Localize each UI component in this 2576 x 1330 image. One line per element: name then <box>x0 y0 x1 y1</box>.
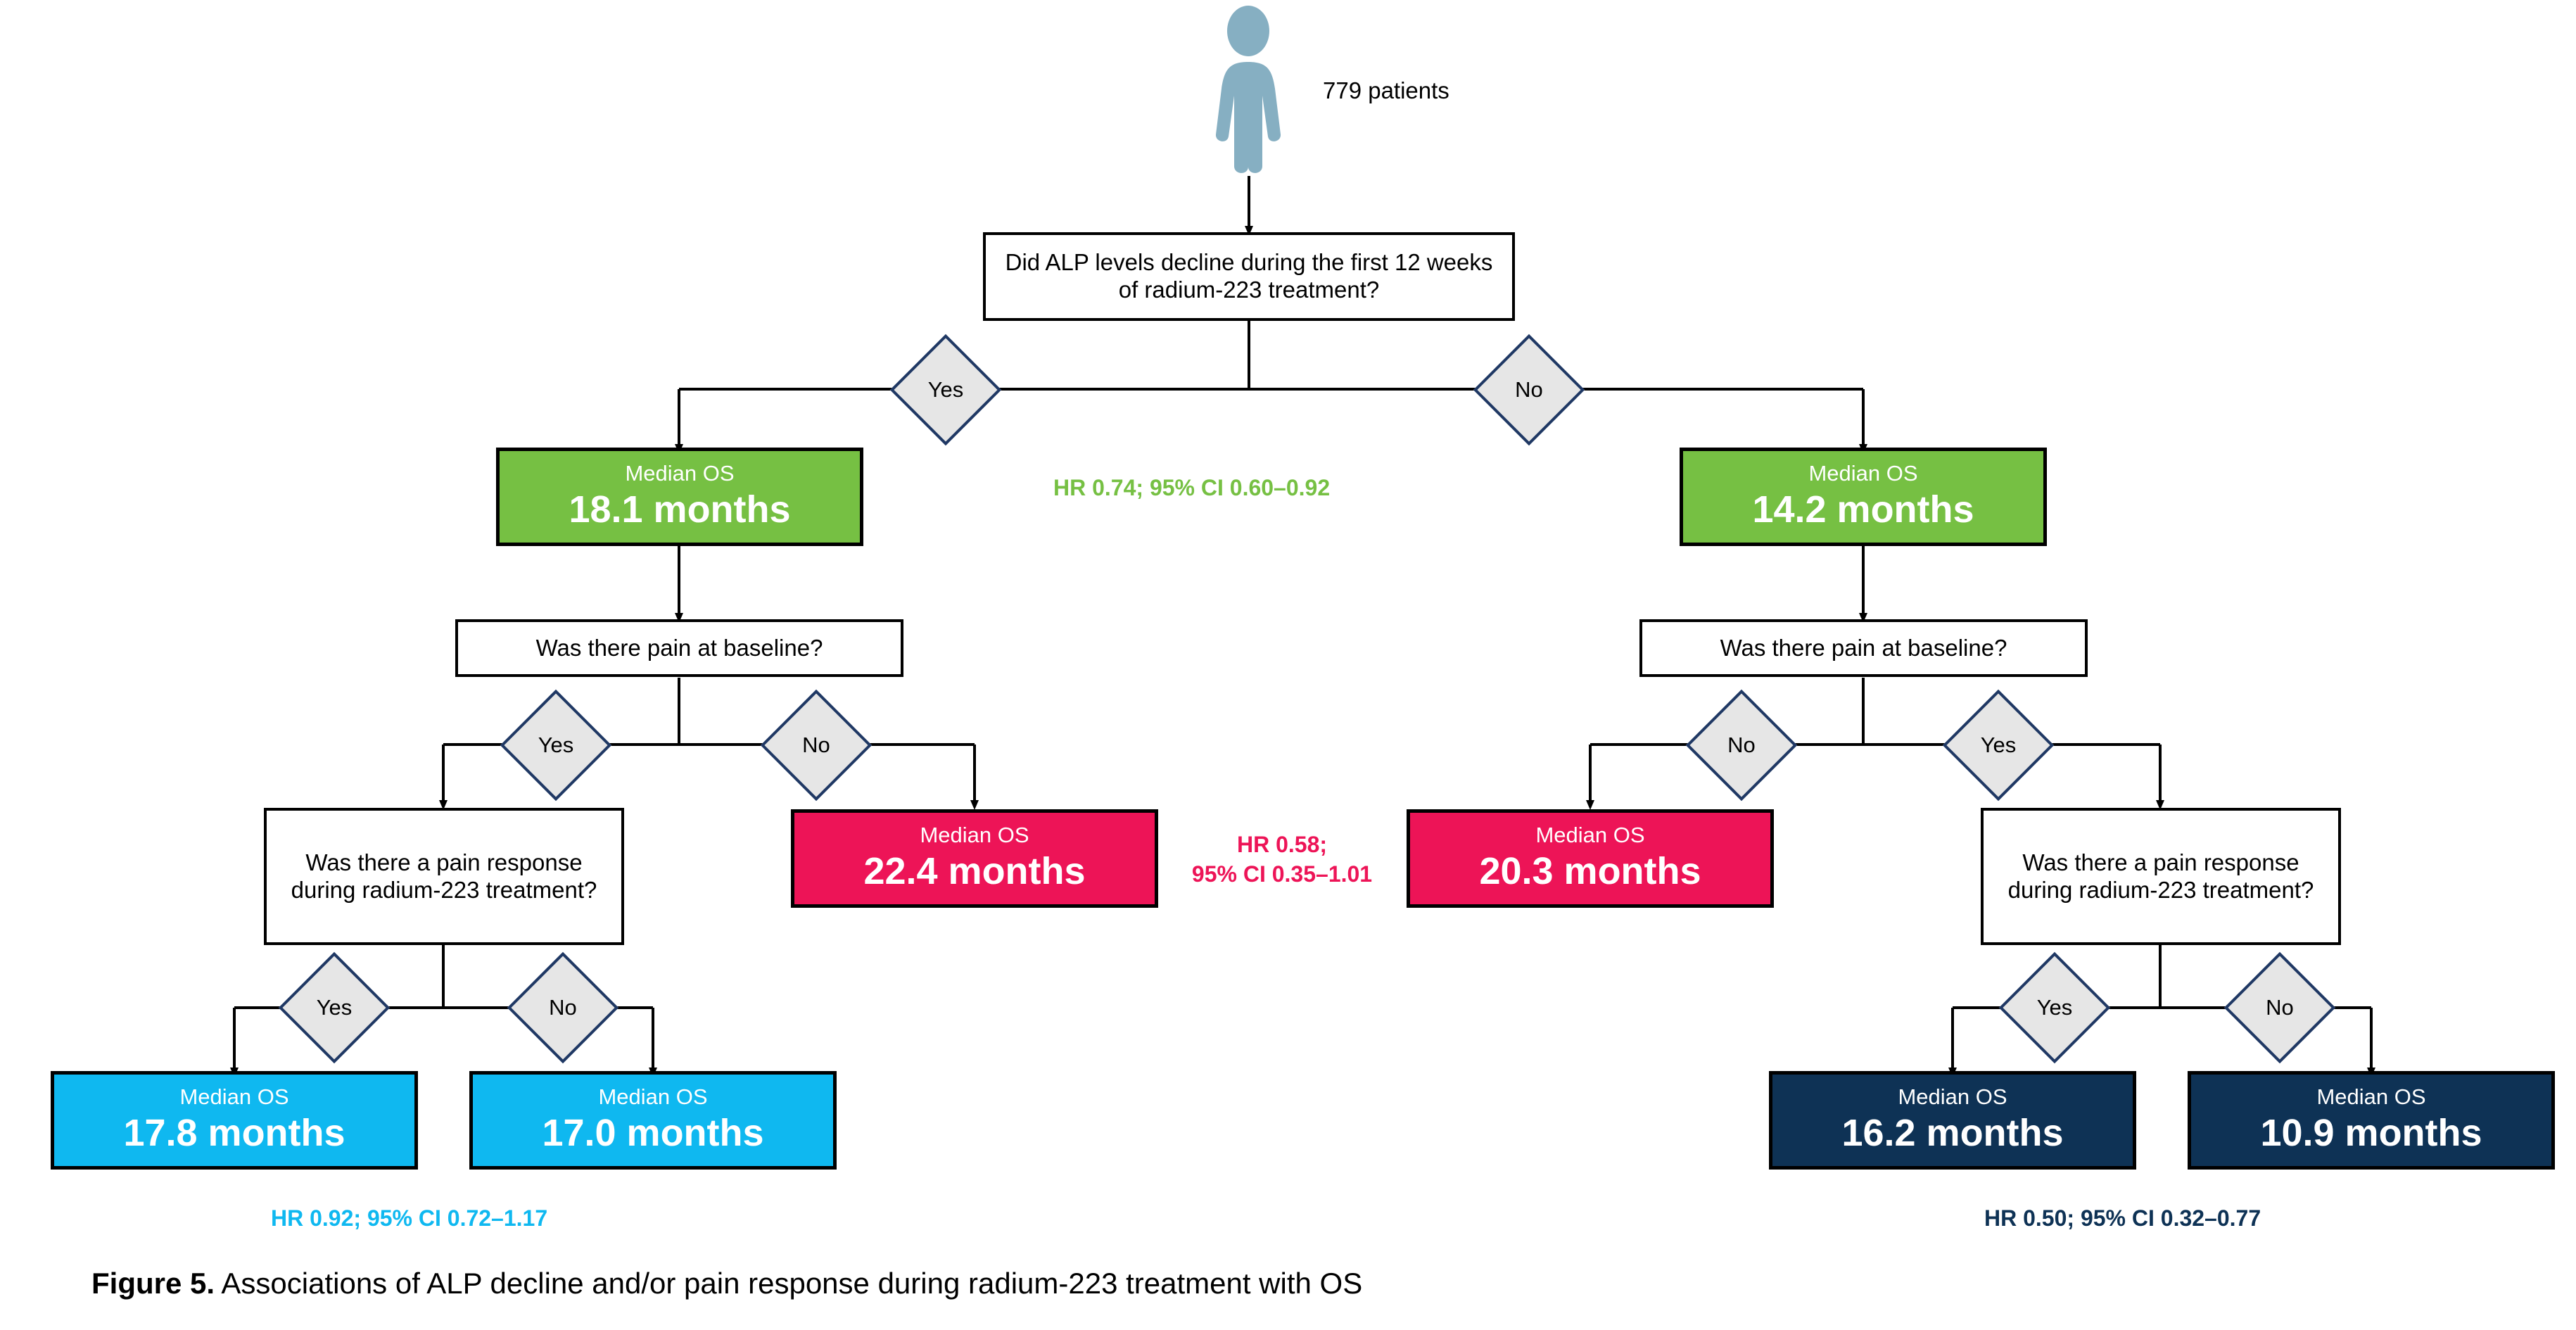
caption-figure-number: Figure 5. <box>91 1267 215 1300</box>
branch-left-response-yes[interactable]: Yes <box>278 951 391 1064</box>
branch-alp-yes[interactable]: Yes <box>889 334 1002 446</box>
branch-label: Yes <box>927 377 964 402</box>
branch-label: Yes <box>538 733 574 757</box>
question-left-pain-response: Was there a pain response during radium-… <box>264 808 624 945</box>
result-right-response-yes-os: Median OS 16.2 months <box>1769 1071 2136 1170</box>
branch-left-pain-yes[interactable]: Yes <box>500 689 612 802</box>
result-value: 18.1 months <box>569 488 791 531</box>
result-label: Median OS <box>598 1084 708 1109</box>
branch-right-pain-no[interactable]: No <box>1685 689 1798 802</box>
result-label: Median OS <box>920 822 1029 847</box>
figure-caption: Figure 5. Associations of ALP decline an… <box>91 1267 1362 1300</box>
hr-left-pain-response: HR 0.92; 95% CI 0.72–1.17 <box>271 1205 548 1231</box>
caption-text: Associations of ALP decline and/or pain … <box>215 1267 1363 1300</box>
branch-left-pain-no[interactable]: No <box>760 689 873 802</box>
result-value: 17.0 months <box>542 1112 764 1155</box>
hr-pain-baseline: HR 0.58; 95% CI 0.35–1.01 <box>1176 830 1388 889</box>
result-value: 17.8 months <box>123 1112 345 1155</box>
branch-right-response-no[interactable]: No <box>2223 951 2336 1064</box>
branch-label: No <box>2266 995 2294 1020</box>
result-value: 20.3 months <box>1479 850 1701 893</box>
result-alp-no-os: Median OS 14.2 months <box>1680 448 2047 546</box>
result-left-response-yes-os: Median OS 17.8 months <box>51 1071 418 1170</box>
result-right-no-pain-os: Median OS 20.3 months <box>1407 809 1774 908</box>
hr-line-1: HR 0.58; <box>1236 832 1328 857</box>
result-label: Median OS <box>1808 460 1918 486</box>
result-label: Median OS <box>1898 1084 2007 1109</box>
patients-count-label: 779 patients <box>1323 77 1449 103</box>
branch-label: No <box>1727 733 1756 757</box>
result-label: Median OS <box>625 460 735 486</box>
result-right-response-no-os: Median OS 10.9 months <box>2188 1071 2555 1170</box>
branch-alp-no[interactable]: No <box>1473 334 1585 446</box>
branch-label: No <box>549 995 577 1020</box>
question-left-pain-baseline: Was there pain at baseline? <box>455 619 903 677</box>
result-label: Median OS <box>179 1084 289 1109</box>
person-icon <box>1209 4 1288 179</box>
result-value: 14.2 months <box>1752 488 1974 531</box>
result-value: 16.2 months <box>1841 1112 2064 1155</box>
result-label: Median OS <box>1535 822 1645 847</box>
branch-right-response-yes[interactable]: Yes <box>1998 951 2111 1064</box>
branch-left-response-no[interactable]: No <box>507 951 619 1064</box>
branch-label: Yes <box>1980 733 2017 757</box>
hr-right-pain-response: HR 0.50; 95% CI 0.32–0.77 <box>1984 1205 2261 1231</box>
hr-alp-decline: HR 0.74; 95% CI 0.60–0.92 <box>1053 475 1331 500</box>
branch-label: No <box>802 733 830 757</box>
question-right-pain-baseline: Was there pain at baseline? <box>1639 619 2088 677</box>
result-left-no-pain-os: Median OS 22.4 months <box>791 809 1158 908</box>
question-alp-decline: Did ALP levels decline during the first … <box>983 232 1515 321</box>
branch-right-pain-yes[interactable]: Yes <box>1942 689 2055 802</box>
hr-line-2: 95% CI 0.35–1.01 <box>1191 861 1373 887</box>
result-alp-yes-os: Median OS 18.1 months <box>496 448 863 546</box>
branch-label: Yes <box>2036 995 2073 1020</box>
result-value: 22.4 months <box>863 850 1086 893</box>
branch-label: Yes <box>316 995 353 1020</box>
result-left-response-no-os: Median OS 17.0 months <box>469 1071 837 1170</box>
result-label: Median OS <box>2316 1084 2426 1109</box>
question-right-pain-response: Was there a pain response during radium-… <box>1981 808 2341 945</box>
result-value: 10.9 months <box>2260 1112 2482 1155</box>
branch-label: No <box>1515 377 1543 402</box>
